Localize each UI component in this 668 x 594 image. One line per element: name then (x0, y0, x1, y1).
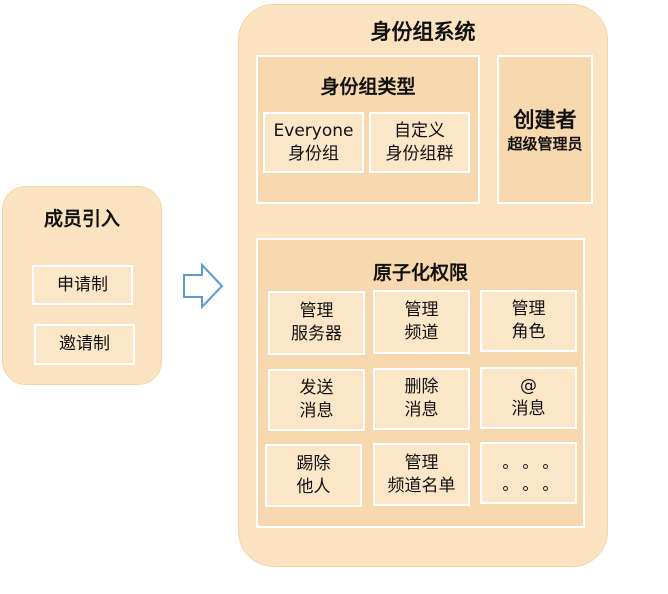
creator-box (497, 55, 593, 204)
permission-mention-message: @ 消息 (480, 367, 577, 429)
permission-manage-channel-list: 管理 频道名单 (373, 443, 470, 506)
ellipsis-icon (480, 442, 577, 504)
permission-manage-role: 管理 角色 (480, 290, 577, 352)
creator-title: 创建者 (513, 108, 577, 132)
permissions-title: 原子化权限 (372, 262, 468, 284)
permission-delete-message: 删除 消息 (373, 368, 470, 430)
invite-mode-card: 邀请制 (34, 324, 135, 365)
ellipsis-dot (543, 486, 548, 491)
role-system-title: 身份组系统 (370, 20, 476, 44)
role-types-title: 身份组类型 (320, 76, 416, 98)
permission-manage-channel: 管理 频道 (373, 290, 470, 354)
right-arrow-icon (183, 262, 224, 310)
ellipsis-dot (523, 486, 528, 491)
everyone-role-card: Everyone 身份组 (263, 112, 364, 173)
creator-subtitle: 超级管理员 (507, 135, 583, 153)
member-intake-title: 成员引入 (43, 208, 120, 230)
ellipsis-dot (503, 464, 508, 469)
custom-role-group-card: 自定义 身份组群 (369, 112, 470, 173)
apply-mode-card: 申请制 (32, 265, 133, 305)
permission-send-message: 发送 消息 (268, 369, 365, 431)
ellipsis-dot (503, 486, 508, 491)
ellipsis-dot (543, 464, 548, 469)
permission-kick-member: 踢除 他人 (265, 444, 362, 507)
permission-manage-server: 管理 服务器 (268, 291, 365, 355)
ellipsis-dot (523, 464, 528, 469)
